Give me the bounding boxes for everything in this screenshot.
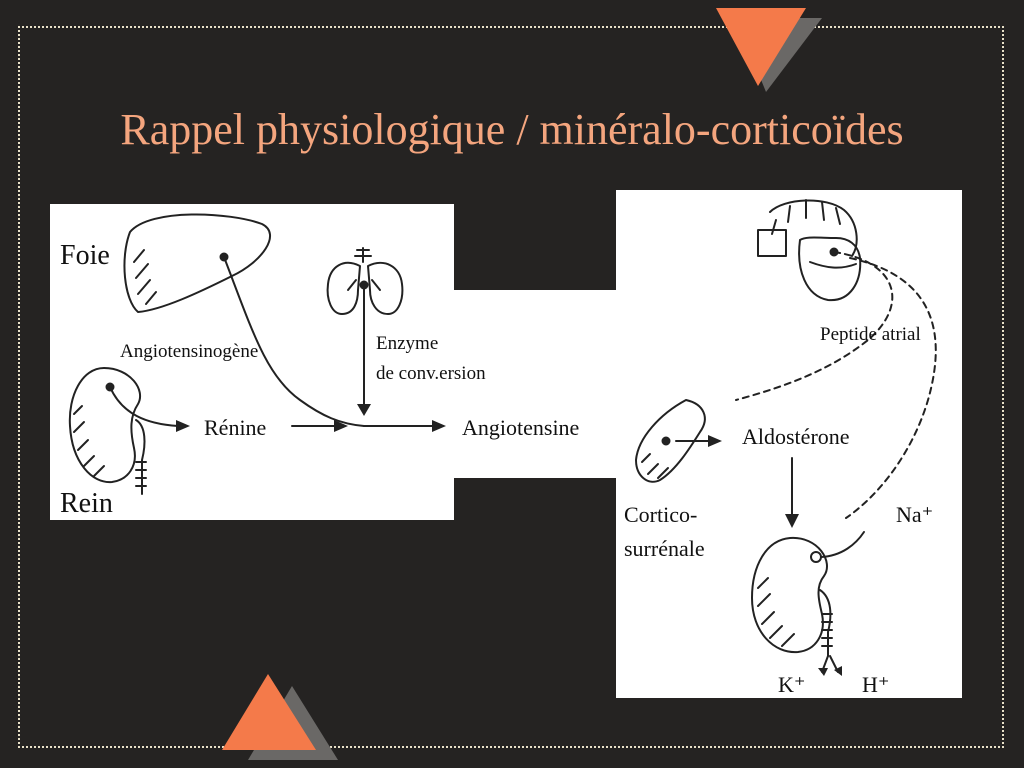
atrial-peptide-label: Peptide atrial [820, 324, 921, 345]
lungs-icon [326, 247, 404, 315]
sodium-arrow [820, 531, 865, 558]
peptide-to-adrenal-dashed [735, 251, 894, 401]
enzyme-arrowhead [357, 404, 371, 416]
enzyme-label-line2: de conv.ersion [376, 363, 486, 384]
adrenal-gland-icon [635, 399, 706, 483]
angiotensinogen-curve [223, 256, 365, 427]
renin-label: Rénine [204, 415, 267, 440]
adrenal-label-line2: surrénale [624, 536, 705, 561]
angiotensinogen-label: Angiotensinogène [120, 341, 259, 362]
kidney-right-icon [751, 536, 833, 657]
aldosterone-arrowhead [708, 435, 722, 447]
center-connector-panel [452, 290, 618, 478]
potassium-label: K⁺ [778, 672, 806, 697]
hydrogen-arrowhead [834, 666, 842, 676]
left-diagram-panel [50, 204, 454, 520]
bottom-triangle [222, 674, 316, 750]
kidney-to-renin-curve [109, 386, 179, 427]
aldosterone-label: Aldostérone [742, 424, 850, 449]
potassium-arrowhead [818, 668, 828, 676]
liver-label: Foie [60, 240, 110, 271]
angiotensin-arrowhead [432, 420, 446, 432]
enzyme-label-line1: Enzyme [376, 333, 439, 354]
renin-junction-arrowhead [334, 420, 348, 432]
kidney-label: Rein [60, 488, 113, 519]
adrenal-label-line1: Cortico- [624, 502, 698, 527]
slide-frame [18, 26, 1004, 748]
right-diagram-panel [616, 190, 962, 698]
angiotensin-label: Angiotensine [462, 415, 580, 440]
sodium-label: Na⁺ [896, 502, 934, 527]
slide-title: Rappel physiologique / minéralo-corticoï… [120, 105, 904, 154]
renin-arrowhead [176, 420, 190, 432]
top-triangle [716, 8, 806, 86]
hydrogen-label: H⁺ [862, 672, 890, 697]
aldosterone-down-arrowhead [785, 514, 799, 528]
peptide-to-kidney-dashed [845, 257, 937, 519]
heart-icon [757, 199, 862, 302]
